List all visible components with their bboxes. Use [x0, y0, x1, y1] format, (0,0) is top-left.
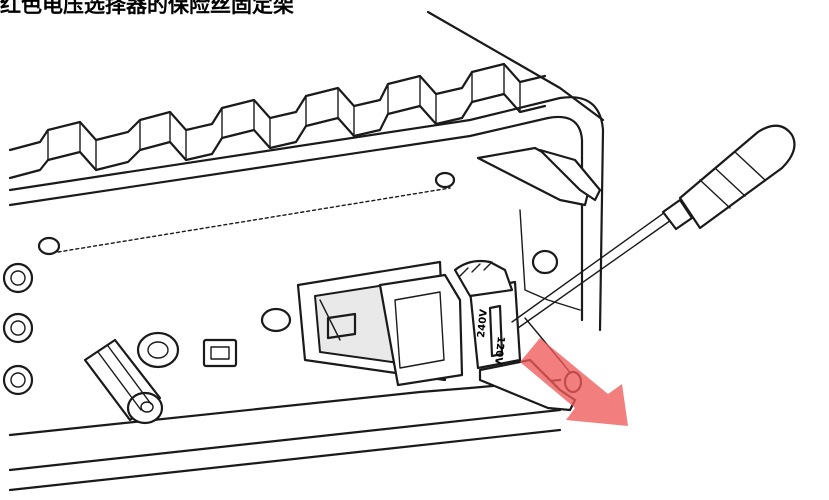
voltage-label-120v: 120V	[492, 336, 506, 366]
input-terminals	[2, 262, 34, 396]
bnc-connector-icon	[83, 331, 180, 425]
vent-fins	[8, 62, 547, 180]
voltage-label-240v: 240V	[476, 308, 490, 338]
screwdriver-icon	[511, 124, 796, 329]
removal-arrow-icon	[520, 338, 628, 426]
fuse-holder	[378, 259, 522, 387]
figure-caption: 红色电压选择器的保险丝固定架	[0, 0, 294, 17]
usb-port-icon	[202, 338, 238, 368]
